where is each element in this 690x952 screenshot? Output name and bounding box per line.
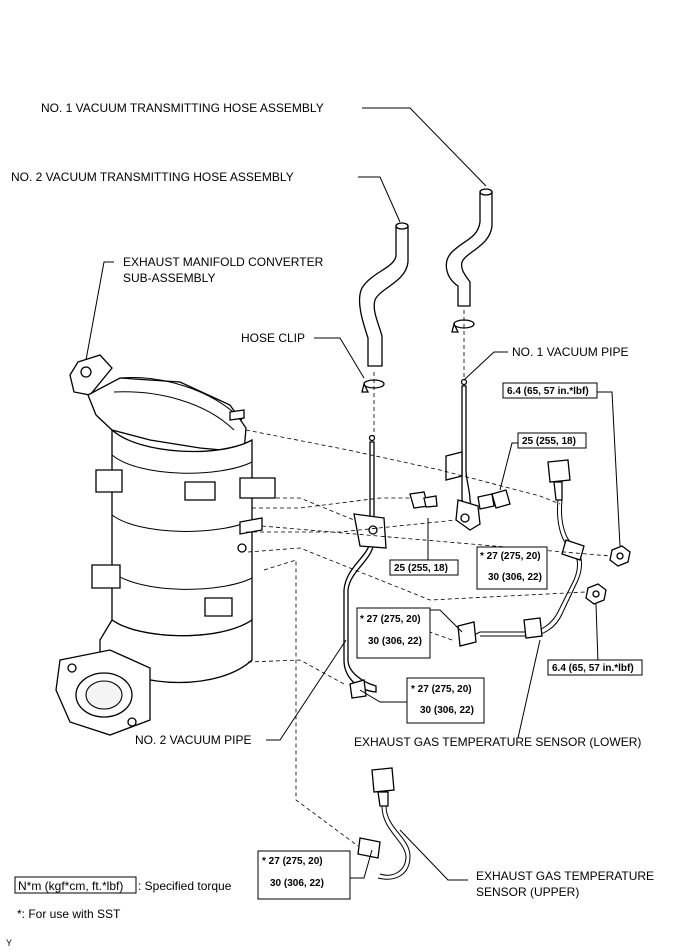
torque-sst-c-line2: 30 (306, 22) [420,705,474,716]
label-sensor-upper-line2: SENSOR (UPPER) [476,885,579,899]
torque-box-25-upper: 25 (255, 18) [517,432,587,449]
bolt-25-lower [409,491,438,509]
corner-mark: Y [6,938,12,948]
exhaust-gas-temperature-sensor-upper [357,767,411,880]
legend: N*m (kgf*cm, ft.*lbf) : Specified torque… [14,876,232,921]
bolt-25-upper [477,489,511,510]
exhaust-manifold-converter [55,354,276,736]
torque-box-25-lower: 25 (255, 18) [389,559,459,576]
nut-64-lower [585,583,607,605]
no2-vacuum-pipe [343,434,387,699]
torque-25-upper-text: 25 (255, 18) [522,436,576,447]
legend-unit: N*m (kgf*cm, ft.*lbf) [18,879,123,893]
torque-box-sst-d: * 27 (275, 20) 30 (306, 22) [257,850,351,900]
label-no1-vacuum-transmitting-hose: NO. 1 VACUUM TRANSMITTING HOSE ASSEMBLY [41,101,324,115]
label-exhaust-manifold-converter-line2: SUB-ASSEMBLY [123,271,215,285]
label-sensor-lower: EXHAUST GAS TEMPERATURE SENSOR (LOWER) [354,735,641,749]
torque-sst-a-line1: * 27 (275, 20) [480,551,541,562]
torque-box-sst-c: * 27 (275, 20) 30 (306, 22) [406,677,485,724]
torque-sst-d-line2: 30 (306, 22) [270,878,324,889]
torque-sst-b-line1: * 27 (275, 20) [360,614,421,625]
no1-vacuum-hose [445,188,493,307]
torque-sst-d-line1: * 27 (275, 20) [262,856,323,867]
label-no2-vacuum-pipe: NO. 2 VACUUM PIPE [135,733,251,747]
no1-vacuum-pipe [445,378,481,531]
label-no1-vacuum-pipe: NO. 1 VACUUM PIPE [512,345,628,359]
exhaust-gas-temperature-sensor-lower [457,459,585,647]
label-no2-vacuum-transmitting-hose: NO. 2 VACUUM TRANSMITTING HOSE ASSEMBLY [11,170,294,184]
torque-64-lower-text: 6.4 (65, 57 in.*lbf) [552,663,634,674]
torque-sst-b-line2: 30 (306, 22) [368,636,422,647]
label-exhaust-manifold-converter-line1: EXHAUST MANIFOLD CONVERTER [123,255,324,269]
nut-64-upper [609,545,631,567]
no2-vacuum-hose [358,222,409,367]
dashed-alignment-lines [245,310,611,847]
torque-25-lower-text: 25 (255, 18) [394,563,448,574]
torque-sst-c-line1: * 27 (275, 20) [411,684,472,695]
torque-box-64-lower: 6.4 (65, 57 in.*lbf) [547,659,643,676]
torque-box-sst-b: * 27 (275, 20) 30 (306, 22) [356,607,431,659]
label-sensor-upper-line1: EXHAUST GAS TEMPERATURE [476,869,654,883]
torque-box-64-upper: 6.4 (65, 57 in.*lbf) [502,382,598,399]
legend-unit-description: : Specified torque [138,879,232,893]
torque-64-upper-text: 6.4 (65, 57 in.*lbf) [507,386,589,397]
label-hose-clip: HOSE CLIP [241,331,305,345]
legend-sst-note: *: For use with SST [17,907,121,921]
torque-box-sst-a: * 27 (275, 20) 30 (306, 22) [476,546,548,590]
hose-clip-left [361,379,385,393]
hose-clip-right [451,319,475,333]
torque-sst-a-line2: 30 (306, 22) [488,572,542,583]
